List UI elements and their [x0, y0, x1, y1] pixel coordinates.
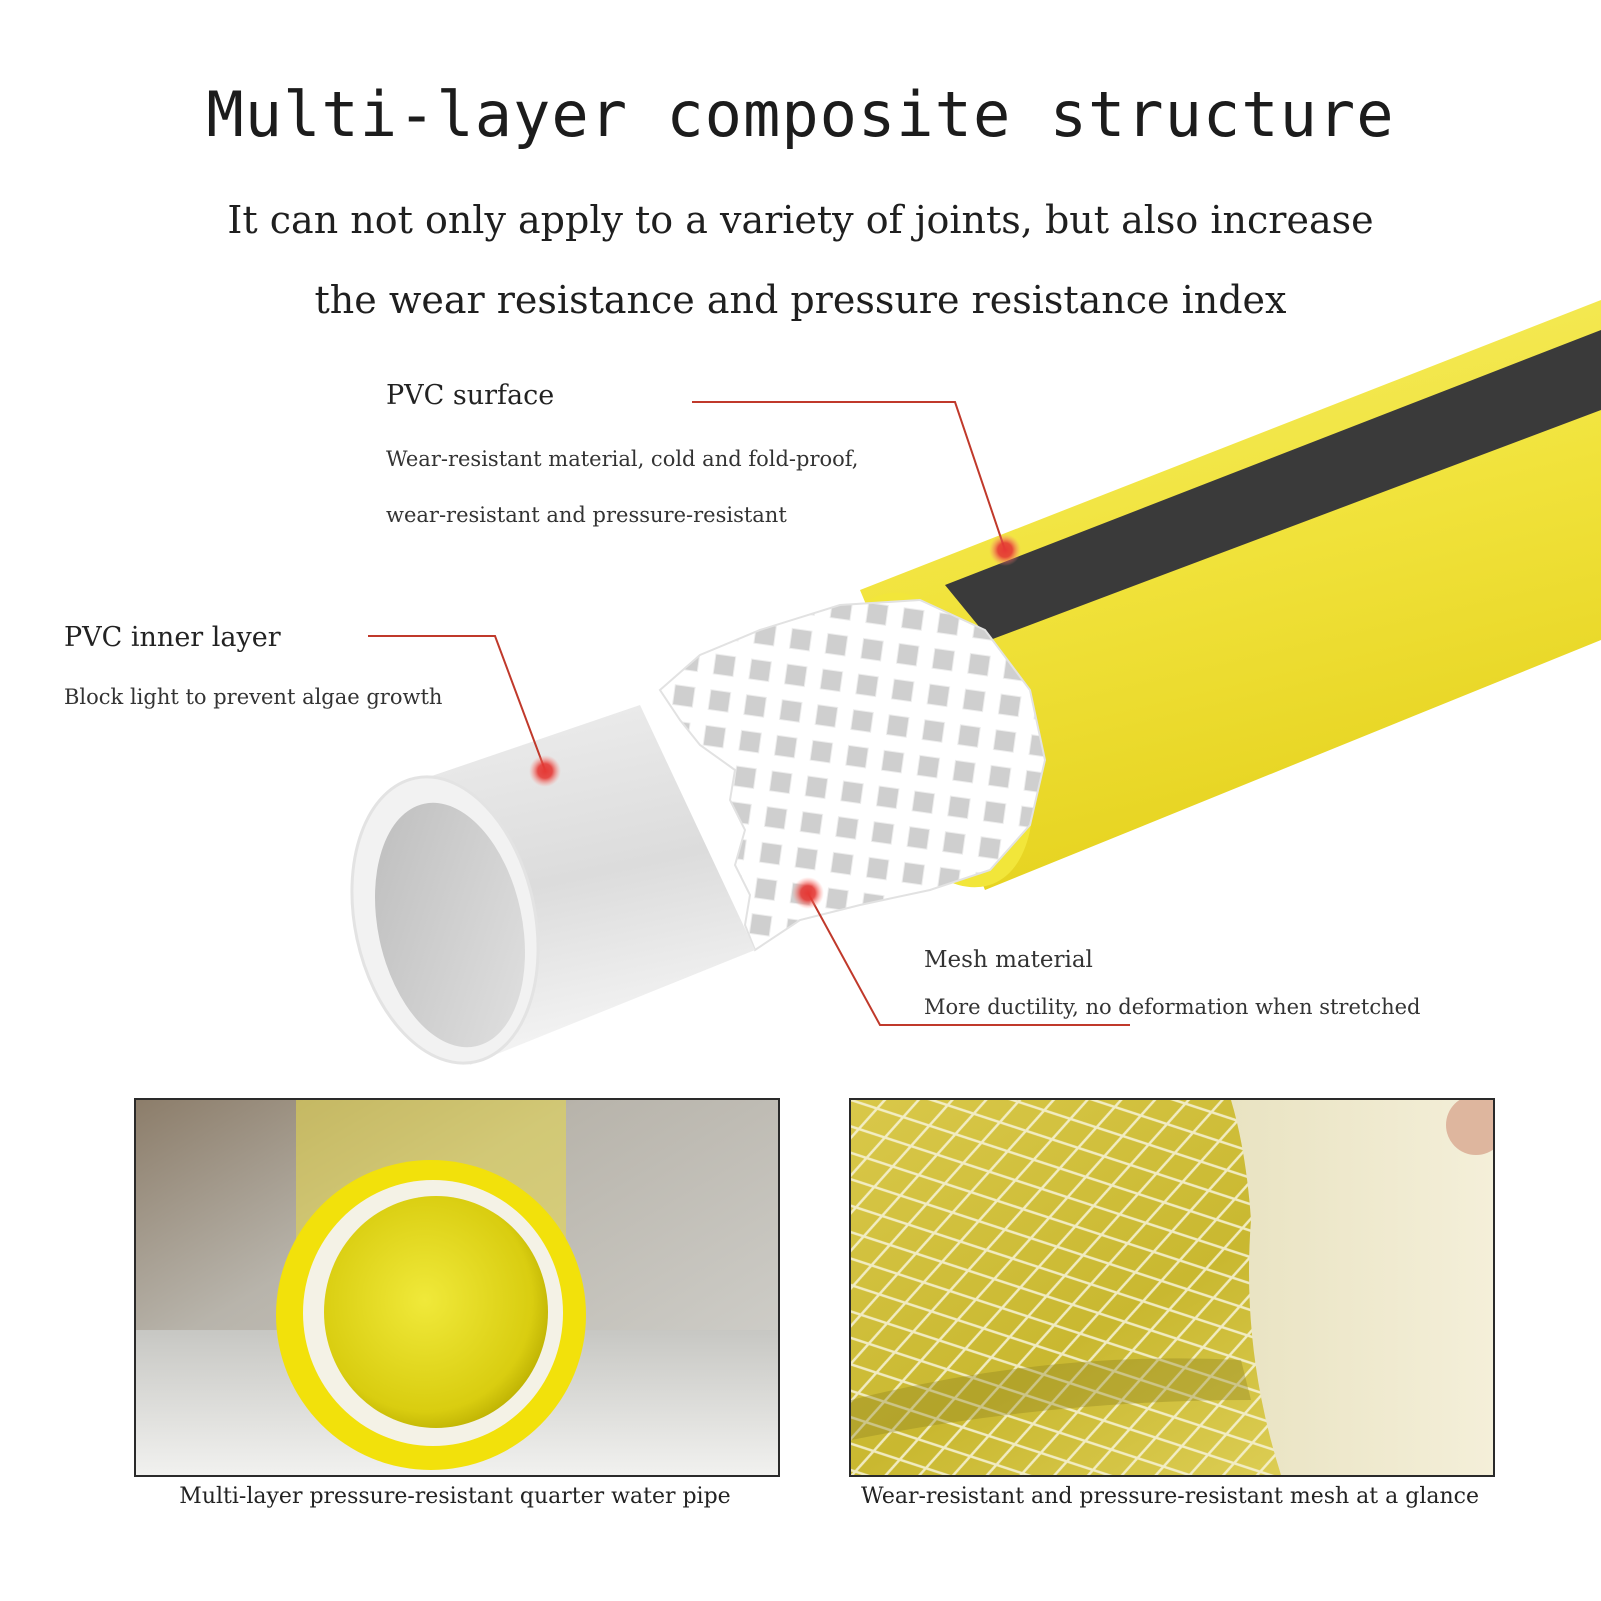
pvc-inner-layer-title: PVC inner layer [64, 622, 281, 653]
mesh-layer [658, 598, 1047, 952]
right-photo-caption: Wear-resistant and pressure-resistant me… [861, 1484, 1479, 1509]
leader-line-pvc-surface [692, 401, 1006, 551]
mesh-closeup-image [851, 1100, 1493, 1475]
page-title: Multi-layer composite structure [206, 78, 1395, 151]
marker-dot-mesh [792, 877, 824, 909]
pvc-inner-layer-desc: Block light to prevent algae growth [64, 685, 443, 709]
pvc-surface-desc-line-2: wear-resistant and pressure-resistant [386, 503, 787, 527]
leader-line-mesh [807, 892, 1130, 1026]
marker-dot-pvc-surface [989, 534, 1021, 566]
mesh-material-desc: More ductility, no deformation when stre… [924, 995, 1421, 1019]
pvc-surface-desc-line-1: Wear-resistant material, cold and fold-p… [386, 447, 859, 471]
hose-structure-diagram [350, 300, 1601, 1065]
leader-lines [368, 401, 1130, 1026]
pvc-surface-title: PVC surface [386, 380, 555, 411]
subtitle-line-2: the wear resistance and pressure resista… [314, 278, 1287, 322]
subtitle-line-1: It can not only apply to a variety of jo… [227, 198, 1374, 242]
leader-line-pvc-inner [368, 635, 546, 771]
hose-stripe [945, 330, 1601, 640]
pvc-inner-tube [350, 705, 755, 1065]
left-photo-caption: Multi-layer pressure-resistant quarter w… [179, 1484, 731, 1509]
hose-cross-section-image [136, 1100, 778, 1475]
mesh-material-title: Mesh material [924, 947, 1093, 973]
mesh-closeup-photo [849, 1098, 1495, 1477]
hose-cross-section-photo [134, 1098, 780, 1477]
marker-dot-pvc-inner [529, 755, 561, 787]
